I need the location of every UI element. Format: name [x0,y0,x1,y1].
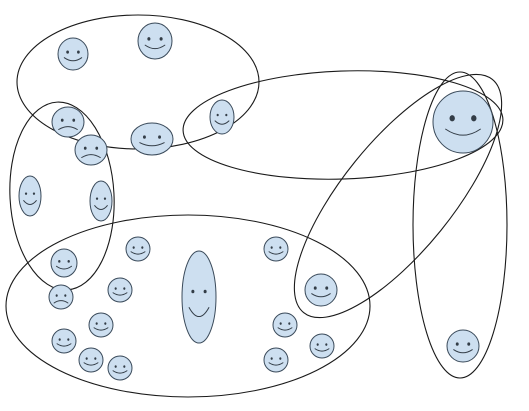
smiley-face-icon [107,355,133,381]
smiley-face-icon [57,37,89,71]
smiley-face-icon [263,236,289,262]
group-horizontal-outline [182,70,504,180]
smiley-face-icon [88,312,114,338]
smiley-face-icon [137,22,173,60]
smiley-face-icon [89,180,113,222]
faces-layer [18,22,494,381]
smiley-face-icon [130,122,174,156]
smiley-face-icon [309,333,335,359]
smiley-face-icon [304,273,338,307]
smiley-face-icon [263,347,289,373]
group-diagonal-outline [293,73,503,319]
smiley-face-icon [446,329,480,363]
smiley-face-icon [51,328,77,354]
smiley-face-icon [125,236,151,262]
sad-face-icon [48,284,74,310]
sad-face-icon [51,106,85,138]
smiley-face-icon [181,250,217,344]
smiley-face-icon [272,312,298,338]
smiley-face-icon [50,248,78,278]
group-right-vertical-outline [412,71,508,379]
smiley-face-icon [18,175,42,217]
smiley-face-icon [432,90,494,154]
group-bottom-outline [5,214,371,398]
smiley-face-icon [107,277,133,303]
sad-face-icon [74,134,108,166]
smiley-face-icon [209,99,235,135]
smiley-face-icon [78,347,104,373]
